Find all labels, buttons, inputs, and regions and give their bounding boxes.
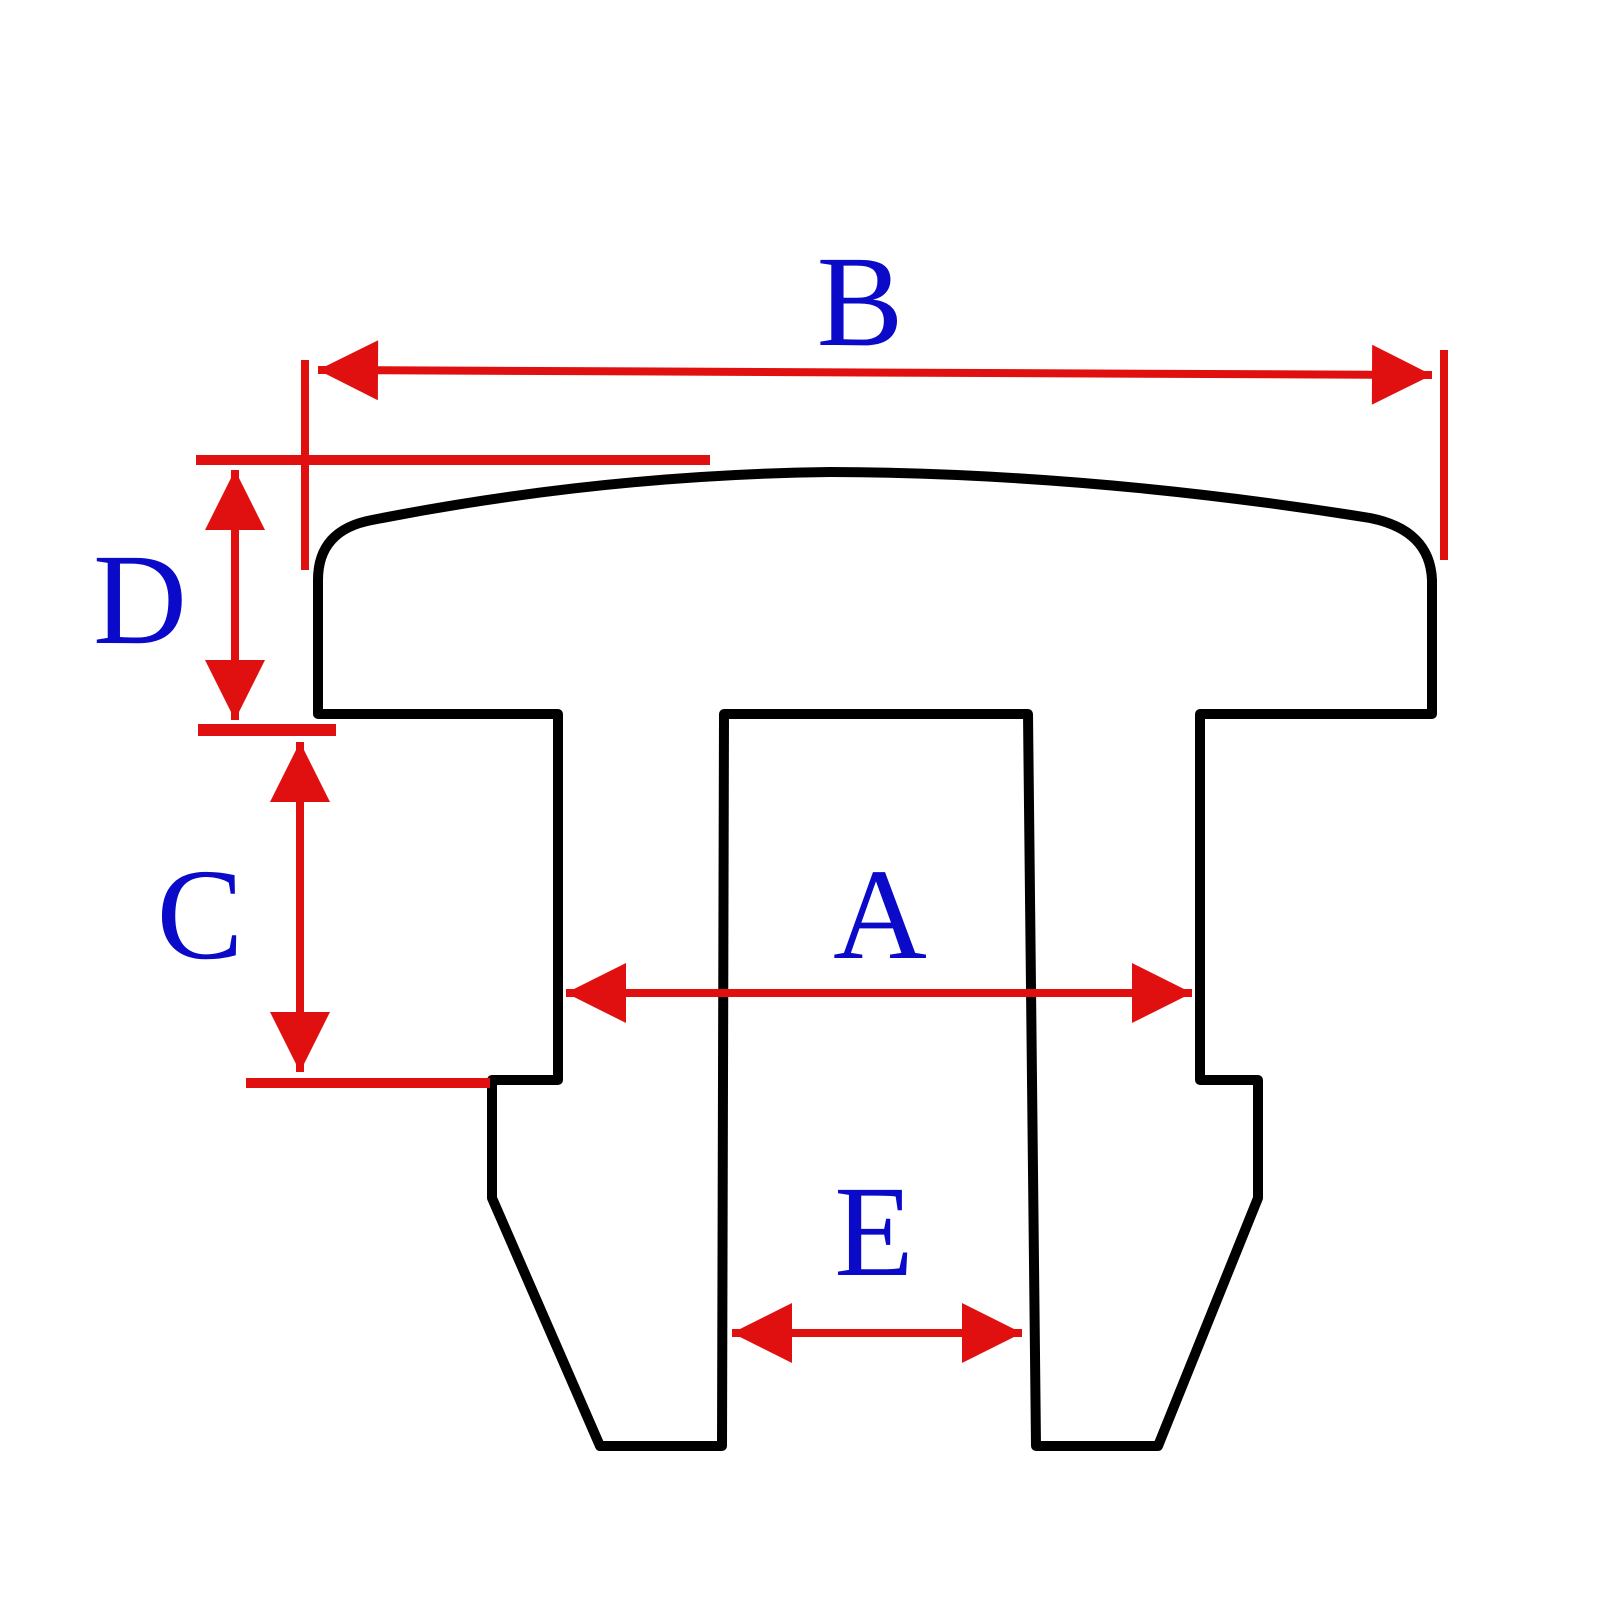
dimension-b-arrow xyxy=(317,340,1433,405)
dimension-c xyxy=(246,742,490,1088)
label-a: A xyxy=(833,843,927,987)
label-b: B xyxy=(817,230,904,374)
label-d: D xyxy=(93,528,187,672)
clip-part-outline xyxy=(313,467,1437,1451)
label-e: E xyxy=(834,1160,913,1304)
dimension-d xyxy=(196,455,710,736)
label-c: C xyxy=(157,843,244,987)
